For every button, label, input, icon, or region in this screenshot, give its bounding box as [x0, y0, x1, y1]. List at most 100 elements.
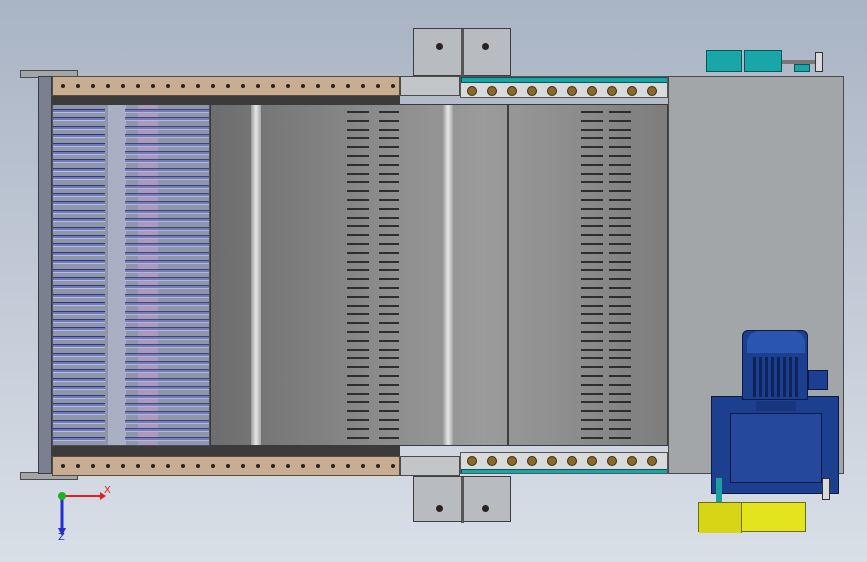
- rake-tine: [53, 369, 105, 374]
- rake-tine: [125, 167, 209, 172]
- rail-hole: [106, 464, 110, 468]
- drum-slot: [581, 137, 603, 140]
- rail-hole: [151, 464, 155, 468]
- rake-tine: [125, 428, 209, 433]
- bottom-mounting-bracket[interactable]: [413, 476, 511, 523]
- electric-motor[interactable]: [742, 330, 808, 400]
- rake-tine: [53, 361, 105, 365]
- rake-tine: [53, 319, 105, 323]
- rake-tine: [125, 251, 209, 256]
- left-side-strip: [38, 76, 52, 474]
- rake-tines[interactable]: [52, 104, 210, 446]
- drum-slot: [379, 111, 399, 113]
- rake-tine: [125, 260, 209, 265]
- motor-fin: [765, 357, 768, 397]
- drum-slot: [379, 287, 399, 289]
- rake-tine: [53, 419, 105, 424]
- screen-drum[interactable]: [210, 104, 668, 446]
- drive-chain-bottom[interactable]: [460, 452, 668, 474]
- rake-divider: [108, 105, 126, 445]
- rake-tine: [125, 436, 209, 441]
- motor-base[interactable]: [698, 502, 806, 533]
- rail-hole: [61, 464, 65, 468]
- bottom-frame-rail[interactable]: [52, 456, 400, 476]
- drum-slot: [581, 419, 603, 421]
- rake-tine: [53, 243, 105, 248]
- x-axis-label: X: [104, 485, 111, 496]
- drum-slot: [379, 181, 399, 184]
- rake-tine: [53, 335, 105, 340]
- drum-slot: [609, 339, 631, 342]
- drum-slot: [609, 436, 631, 439]
- chain-roller: [507, 86, 517, 96]
- drum-slot: [379, 155, 399, 157]
- rake-tine: [53, 201, 105, 206]
- drum-slot: [609, 383, 631, 386]
- rake-tine: [53, 327, 105, 332]
- rail-hole: [256, 464, 260, 468]
- drum-slot: [581, 436, 603, 439]
- drum-slot: [609, 375, 631, 377]
- rake-tine: [125, 419, 209, 424]
- rail-hole: [211, 464, 215, 468]
- drum-slot: [609, 278, 631, 281]
- drive-chain-top[interactable]: [460, 76, 668, 98]
- drum-slot: [379, 225, 399, 228]
- drum-slot: [581, 234, 603, 237]
- drum-slot: [609, 392, 631, 395]
- drum-slot: [609, 419, 631, 421]
- rake-tine: [125, 142, 209, 147]
- rake-tine: [125, 151, 209, 155]
- rail-hole: [286, 464, 290, 468]
- x-axis-arrow: [100, 492, 106, 500]
- drum-slot: [581, 181, 603, 184]
- z-axis-label: Z: [58, 532, 65, 543]
- rake-tine: [125, 159, 209, 164]
- chain-roller: [547, 86, 557, 96]
- drum-slot: [581, 111, 603, 113]
- chain-roller: [467, 456, 477, 466]
- rake-tine: [53, 151, 105, 155]
- chain-roller: [587, 456, 597, 466]
- terminal-box[interactable]: [808, 370, 828, 390]
- rake-tine: [53, 235, 105, 239]
- rake-tine: [53, 109, 105, 113]
- drum-slot: [379, 339, 399, 342]
- rake-tine: [125, 226, 209, 231]
- drum-slot: [347, 269, 369, 272]
- drum-slot: [379, 234, 399, 237]
- switch-rod: [782, 60, 820, 64]
- drum-slot: [581, 366, 603, 369]
- drum-slot: [581, 322, 603, 325]
- drum-slot: [609, 304, 631, 307]
- drum-slot: [347, 137, 369, 140]
- drum-slot: [581, 295, 603, 298]
- rail-hole: [286, 84, 290, 88]
- drum-slot: [379, 216, 399, 219]
- drum-slot: [379, 243, 399, 245]
- top-frame-rail[interactable]: [52, 76, 400, 96]
- gear-reducer[interactable]: [711, 396, 839, 494]
- drum-slot: [379, 190, 399, 193]
- drum-slot: [581, 199, 603, 201]
- rake-tine: [53, 310, 105, 315]
- bottom-transition-plate: [400, 456, 460, 476]
- drum-slot: [609, 251, 631, 254]
- limit-switch-right[interactable]: [744, 50, 782, 72]
- drum-slot: [347, 207, 369, 210]
- drum-slot: [581, 357, 603, 360]
- rake-tine: [125, 293, 209, 298]
- drum-slot: [609, 146, 631, 149]
- triad-svg: [58, 492, 106, 536]
- drum-slot: [581, 225, 603, 228]
- rake-tine: [125, 109, 209, 113]
- limit-switch-left[interactable]: [706, 50, 742, 72]
- rail-hole: [271, 84, 275, 88]
- chain-roller: [467, 86, 477, 96]
- rail-hole: [331, 84, 335, 88]
- top-mounting-bracket[interactable]: [413, 28, 511, 77]
- rake-tine: [53, 403, 105, 407]
- rake-tine: [125, 209, 209, 214]
- drum-slot: [379, 313, 399, 316]
